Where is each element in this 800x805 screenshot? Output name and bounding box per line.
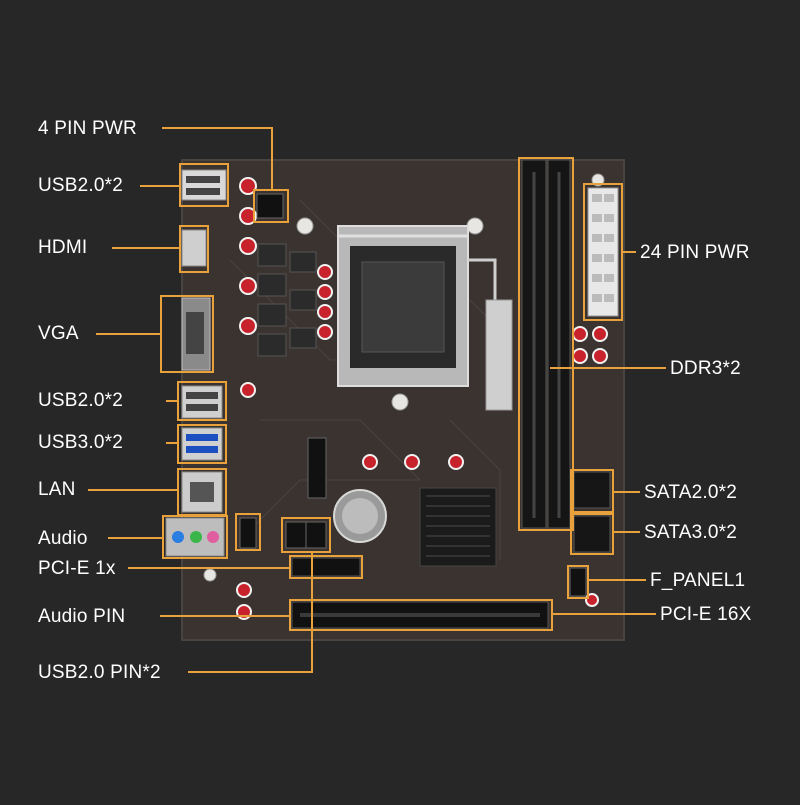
label-audio: Audio <box>38 528 88 549</box>
leader-lines <box>88 127 666 673</box>
label-lan: LAN <box>38 479 76 500</box>
mounting-holes <box>203 173 605 582</box>
sata-ports <box>573 471 611 553</box>
rear-io-ports <box>165 169 227 557</box>
label-pcie-1x: PCI-E 1x <box>38 558 116 579</box>
vrm-chokes <box>257 243 317 357</box>
label-usb20-rear-top: USB2.0*2 <box>38 175 124 196</box>
label-usb20-pin: USB2.0 PIN*2 <box>38 662 161 683</box>
chipset-heatsink <box>419 487 497 567</box>
internal-headers <box>239 437 327 549</box>
pcie-slots <box>291 557 549 629</box>
label-ddr3: DDR3*2 <box>670 358 741 379</box>
label-24pin-pwr: 24 PIN PWR <box>640 242 750 263</box>
label-sata20: SATA2.0*2 <box>644 482 737 503</box>
label-hdmi: HDMI <box>38 237 88 258</box>
label-4pin-pwr: 4 PIN PWR <box>38 118 137 139</box>
label-audio-pin: Audio PIN <box>38 606 126 627</box>
cpu-4pin-connector <box>256 193 284 219</box>
atx-24pin-connector <box>587 187 619 317</box>
ddr3-slots <box>485 159 571 529</box>
label-sata30: SATA3.0*2 <box>644 522 737 543</box>
label-vga: VGA <box>38 323 79 344</box>
label-f-panel: F_PANEL1 <box>650 570 746 591</box>
cmos-battery <box>333 489 387 543</box>
label-pcie-16x: PCI-E 16X <box>660 604 752 625</box>
label-usb30: USB3.0*2 <box>38 432 124 453</box>
label-usb20-rear-mid: USB2.0*2 <box>38 390 124 411</box>
front-panel-header <box>569 567 587 597</box>
